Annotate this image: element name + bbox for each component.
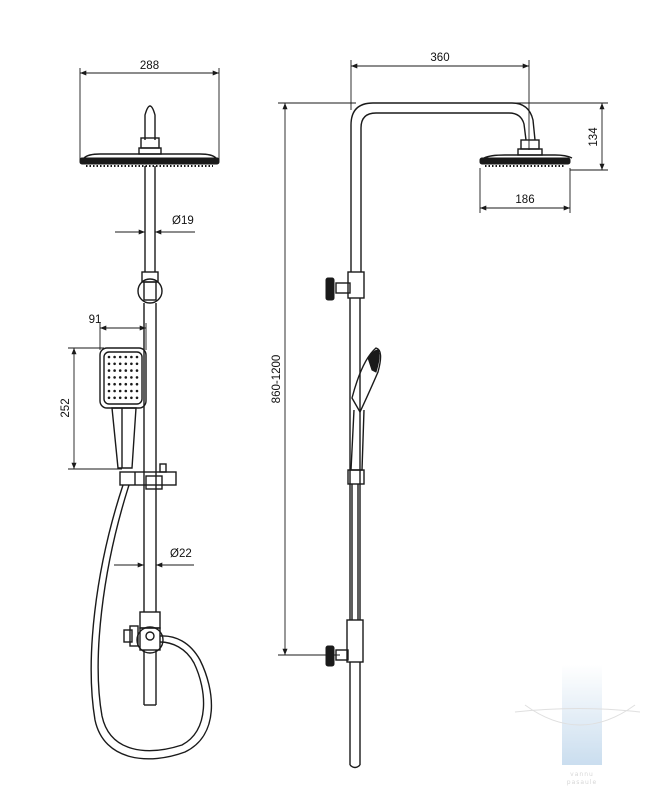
- overhead-shower-head-front: [79, 105, 220, 167]
- slider-holder-front: [119, 463, 177, 490]
- nozzle-dot: [135, 376, 139, 379]
- dim-arm-reach: 360: [350, 52, 530, 150]
- nozzle-dot: [118, 382, 122, 386]
- dim-label-252: 252: [60, 398, 72, 417]
- dim-label-91: 91: [89, 314, 102, 326]
- nozzle-dot: [113, 362, 116, 366]
- nozzle-dot: [124, 389, 128, 393]
- dim-label-360: 360: [430, 52, 449, 64]
- nozzle-dot: [118, 376, 122, 379]
- nozzle-dot: [118, 369, 122, 372]
- dim-bar-diameter: Ø22: [114, 548, 194, 568]
- nozzle-dot: [118, 389, 122, 393]
- upper-valve-side: [325, 271, 365, 301]
- overhead-shower-head-side: [479, 139, 573, 167]
- dim-head-side-width: 186: [479, 168, 571, 213]
- side-view: 360 134 860-1200: [271, 52, 608, 769]
- nozzle-dot: [107, 355, 111, 359]
- pipe-coupling-front: [137, 271, 163, 304]
- nozzle-dot: [124, 362, 128, 366]
- nozzle-dot: [107, 376, 111, 379]
- upper-pipe-front: [144, 166, 156, 272]
- nozzle-dot: [124, 369, 128, 372]
- nozzle-dot: [113, 382, 116, 386]
- dim-total-height: 860-1200: [271, 102, 356, 656]
- dim-label-o22: Ø22: [170, 548, 192, 560]
- nozzle-dot: [118, 396, 122, 400]
- lower-valve-side: [325, 619, 364, 769]
- nozzle-dot: [113, 369, 116, 372]
- nozzle-dot: [135, 369, 139, 372]
- dim-head-width: 288: [79, 60, 220, 160]
- watermark-text-1: vannu: [570, 771, 594, 778]
- nozzle-dot: [107, 382, 111, 386]
- nozzle-dot: [124, 382, 128, 386]
- dim-label-134: 134: [588, 127, 600, 147]
- nozzle-dot: [113, 355, 116, 359]
- nozzle-dot: [130, 369, 133, 372]
- nozzle-dot: [107, 389, 111, 393]
- nozzle-dot: [130, 376, 133, 379]
- nozzle-dot: [135, 362, 139, 366]
- nozzle-dot: [107, 369, 111, 372]
- dim-handshower-length: 252: [60, 347, 122, 470]
- nozzle-dot: [124, 376, 128, 379]
- hand-shower-side: [347, 347, 382, 620]
- nozzle-dot: [118, 362, 122, 366]
- nozzle-dot: [107, 362, 111, 366]
- brand-watermark: vannu pasaule: [514, 665, 641, 786]
- nozzle-dot: [135, 396, 139, 400]
- riser-rail-side: [349, 298, 361, 620]
- dim-label-860-1200: 860-1200: [271, 355, 283, 404]
- front-view: 288 Ø19: [60, 60, 220, 760]
- hand-shower-front: [99, 347, 147, 469]
- dim-label-186: 186: [515, 194, 534, 206]
- nozzle-dot: [124, 355, 128, 359]
- nozzle-dot: [107, 396, 111, 400]
- dim-pipe-diameter: Ø19: [115, 215, 195, 235]
- diverter-valve-front: [123, 611, 164, 706]
- riser-rail-front: [143, 303, 157, 612]
- nozzle-dot: [130, 389, 133, 393]
- nozzle-dot: [135, 389, 139, 393]
- nozzle-dot: [113, 389, 116, 393]
- nozzle-dot: [130, 362, 133, 366]
- nozzle-dot: [118, 355, 122, 359]
- nozzle-dot: [113, 396, 116, 400]
- nozzle-dot: [135, 355, 139, 359]
- nozzle-dot: [130, 355, 133, 359]
- watermark-text-2: pasaule: [567, 779, 597, 786]
- nozzle-dot: [135, 382, 139, 386]
- hand-shower-nozzle-grid: [107, 355, 139, 400]
- dim-label-288: 288: [140, 60, 159, 72]
- nozzle-dot: [130, 382, 133, 386]
- nozzle-dot: [130, 396, 133, 400]
- dim-handshower-width: 91: [89, 314, 147, 350]
- shower-hose-front: [90, 484, 213, 760]
- shower-arm-side: [350, 102, 536, 272]
- dim-label-o19: Ø19: [172, 215, 194, 227]
- nozzle-dot: [113, 376, 116, 379]
- nozzle-dot: [124, 396, 128, 400]
